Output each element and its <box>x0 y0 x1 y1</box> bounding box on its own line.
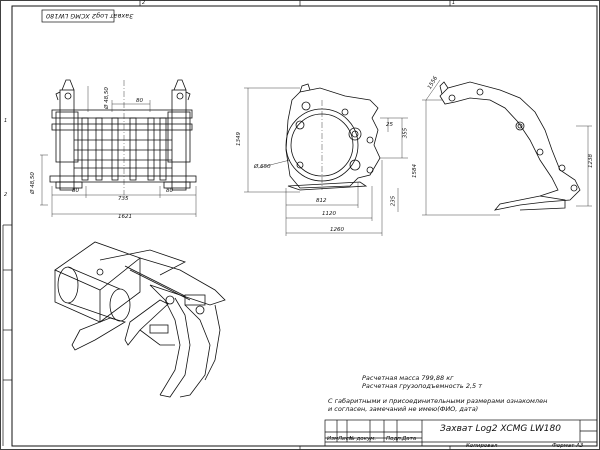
title-block <box>324 419 598 447</box>
zone-mark-left: 2 <box>4 192 8 198</box>
dim-front-w1621: 1621 <box>118 214 132 220</box>
zone-mark-top: 2 <box>142 0 146 6</box>
front-dimensions <box>40 86 197 217</box>
dim-side-h1349: 1349 <box>236 132 242 146</box>
dim-side-h235: 235 <box>390 195 397 207</box>
tb-format: Формат А3 <box>552 443 584 449</box>
dim-front-w735: 735 <box>118 196 129 202</box>
mirrored-stamp-box <box>41 9 115 23</box>
tb-header-sign: Подп. <box>386 436 403 442</box>
tb-header-date: Дата <box>402 436 417 442</box>
dim-side-d650: Ø 650 <box>254 164 271 170</box>
dim-side-w1120: 1120 <box>322 211 336 217</box>
isometric-view <box>54 241 226 398</box>
mirrored-stamp-text: Захват Log2 XCMG LW180 <box>46 12 134 20</box>
dim-front-w80-top: 80 <box>136 98 143 104</box>
note-approval-2: и согласен, замечаний не имею(ФИО, дата) <box>328 405 479 413</box>
side-dimensions <box>244 87 408 236</box>
drawing-title: Захват Log2 XCMG LW180 <box>440 424 561 434</box>
note-mass: Расчетная масса 799,88 кг <box>362 374 454 382</box>
side-view <box>285 83 381 191</box>
front-view <box>49 79 197 195</box>
dim-front-w80-right: 80 <box>166 188 173 194</box>
dim-open-h1584: 1584 <box>412 164 418 178</box>
tb-header-list: Лист <box>338 436 352 442</box>
tb-header-izm: Изм <box>327 436 339 442</box>
zone-mark-left: 1 <box>4 118 8 124</box>
tb-header-doc: № докум. <box>349 436 377 442</box>
dim-front-d48-side: Ø 48,50 <box>29 172 36 194</box>
open-dimensions <box>422 79 592 216</box>
dim-front-d48-top: Ø 48,50 <box>103 87 110 109</box>
dim-side-w1260: 1260 <box>330 227 344 233</box>
inner-frame <box>11 5 598 447</box>
zone-mark-top: 1 <box>452 0 456 6</box>
dim-open-h1238: 1238 <box>588 154 594 168</box>
open-view <box>439 81 581 211</box>
note-capacity: Расчетная грузоподъемность 2,5 т <box>362 382 483 390</box>
dim-side-h355: 355 <box>402 127 409 139</box>
dim-side-h25: 25 <box>386 122 393 128</box>
tb-copied: Копировал <box>466 443 498 449</box>
dim-side-w812: 812 <box>316 198 327 204</box>
note-approval-1: С габаритными и присоединительными разме… <box>328 397 548 405</box>
dim-front-w80-left: 80 <box>72 188 79 194</box>
